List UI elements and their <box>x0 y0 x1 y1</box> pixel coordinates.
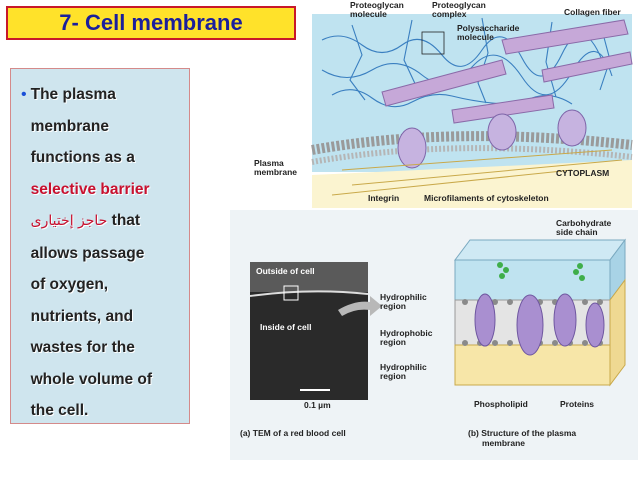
microfilaments <box>331 149 623 196</box>
body-line: allows passage <box>30 244 145 262</box>
tem-membrane-line <box>249 290 369 297</box>
label-hydrophilic-bottom-2: region <box>380 371 406 381</box>
extracellular-matrix-figure: Proteoglycan molecule Proteoglycan compl… <box>254 0 633 208</box>
label-polysaccharide-1: Polysaccharide <box>457 23 520 33</box>
lipid-bilayer <box>311 131 633 165</box>
caption-a: (a) TEM of a red blood cell <box>240 428 346 438</box>
label-plasma-membrane-1: Plasma <box>254 158 284 168</box>
body-word: that <box>111 212 141 229</box>
label-proteoglycan-complex-2: complex <box>432 9 467 19</box>
bullet-item: • The plasma membrane functions as a sel… <box>21 79 183 427</box>
body-line: membrane <box>30 117 110 135</box>
bullet-paragraph: The plasma membrane functions as a selec… <box>31 79 152 427</box>
label-collagen: Collagen fiber <box>564 7 621 17</box>
body-line: The plasma <box>30 86 116 103</box>
membrane-structure-figure: Outside of cell Inside of cell 0.1 µm Ca… <box>230 210 638 460</box>
body-line: حاجز إختيارى that <box>31 205 152 238</box>
caption-b-1: (b) Structure of the plasma <box>468 428 576 438</box>
arabic-text: حاجز إختيارى <box>30 213 108 229</box>
slide-title: 7- Cell membrane <box>59 10 243 35</box>
label-carbohydrate-2: side chain <box>556 227 598 237</box>
body-line: whole volume of <box>30 370 153 388</box>
label-hydrophilic-top-2: region <box>380 301 406 311</box>
body-line: of oxygen, <box>30 276 109 293</box>
label-carbohydrate-1: Carbohydrate <box>556 218 612 228</box>
caption-b-2: membrane <box>482 438 525 448</box>
label-proteoglycan-complex-1: Proteoglycan <box>432 0 486 10</box>
label-polysaccharide-2: molecule <box>457 32 494 42</box>
label-hydrophobic-1: Hydrophobic <box>380 328 433 338</box>
label-outside-cell: Outside of cell <box>256 266 315 276</box>
label-integrin: Integrin <box>368 193 399 203</box>
label-phospholipid: Phospholipid <box>474 399 528 409</box>
highlight-text: selective barrier <box>30 180 150 198</box>
label-microfilaments: Microfilaments of cytoskeleton <box>424 193 549 203</box>
label-proteoglycan-molecule-2: molecule <box>350 9 387 19</box>
title-box: 7- Cell membrane <box>6 6 296 40</box>
label-proteins: Proteins <box>560 399 594 409</box>
membrane-proteins <box>474 293 605 356</box>
tem-zoom-box <box>283 285 299 301</box>
body-line: functions as a <box>30 149 135 166</box>
carbohydrate-chains <box>497 262 585 281</box>
bullet-icon: • <box>21 86 27 103</box>
label-scale: 0.1 µm <box>304 400 331 410</box>
proteoglycan-box <box>421 31 445 55</box>
zoom-arrow-icon <box>338 296 382 316</box>
body-line: wastes for the <box>30 339 135 356</box>
label-hydrophilic-bottom-1: Hydrophilic <box>380 362 427 372</box>
integrin-proteins <box>397 109 587 169</box>
tem-outside-region <box>250 262 368 292</box>
label-inside-cell: Inside of cell <box>260 322 312 332</box>
body-line: nutrients, and <box>30 307 134 325</box>
label-hydrophobic-2: region <box>380 337 406 347</box>
collagen-fibers <box>381 19 633 124</box>
label-hydrophilic-top-1: Hydrophilic <box>380 292 427 302</box>
bullet-text-box: • The plasma membrane functions as a sel… <box>10 68 190 424</box>
label-cytoplasm: CYTOPLASM <box>556 168 609 178</box>
label-plasma-membrane-2: membrane <box>254 167 297 177</box>
label-proteoglycan-molecule-1: Proteoglycan <box>350 0 404 10</box>
body-line: the cell. <box>30 402 89 419</box>
